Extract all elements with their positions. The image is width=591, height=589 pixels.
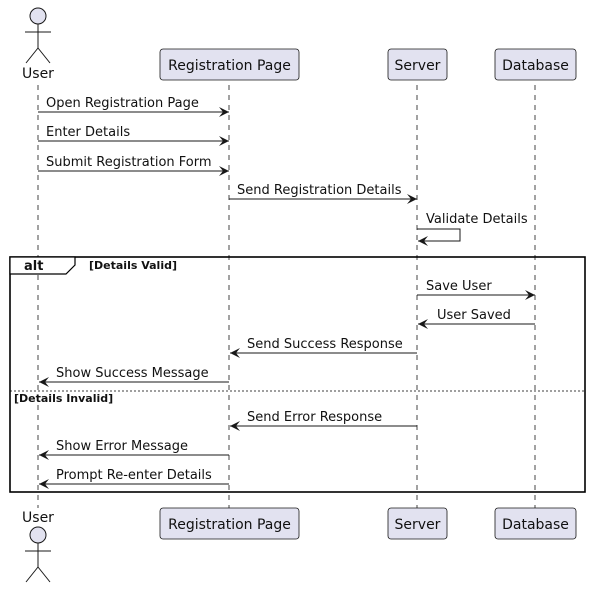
participant-label: Registration Page <box>168 58 291 74</box>
alt-guard-invalid: [Details Invalid] <box>14 392 113 405</box>
participant-database-top: Database <box>494 48 577 81</box>
alt-guard-valid: [Details Valid] <box>89 259 177 272</box>
message-show-error-message: Show Error Message <box>39 439 229 460</box>
message-save-user: Save User <box>417 279 535 300</box>
message-label: Open Registration Page <box>46 96 199 111</box>
message-label: Send Success Response <box>247 337 403 352</box>
message-label: Show Success Message <box>56 366 209 381</box>
participant-label: User <box>22 510 54 526</box>
participant-label: Database <box>502 58 569 74</box>
message-label: User Saved <box>437 308 511 323</box>
message-arrow <box>417 228 461 246</box>
actor-icon <box>25 526 51 583</box>
message-label: Validate Details <box>426 212 528 227</box>
participant-user-bottom: User <box>22 510 54 583</box>
participant-registration-page-bottom: Registration Page <box>159 507 300 540</box>
participant-server-top: Server <box>387 48 448 81</box>
participant-server-bottom: Server <box>387 507 448 540</box>
actor-icon <box>25 7 51 64</box>
message-enter-details: Enter Details <box>38 125 229 146</box>
message-user-saved: User Saved <box>418 308 535 329</box>
message-label: Show Error Message <box>56 439 188 454</box>
message-send-error-response: Send Error Response <box>230 410 417 431</box>
message-label: Save User <box>426 279 492 294</box>
participant-label: Server <box>395 517 441 533</box>
participant-label: User <box>22 66 54 82</box>
message-label: Enter Details <box>46 125 130 140</box>
message-open-registration-page: Open Registration Page <box>38 96 229 117</box>
participant-label: Registration Page <box>168 517 291 533</box>
message-send-registration-details: Send Registration Details <box>229 183 417 204</box>
message-label: Submit Registration Form <box>46 155 212 170</box>
participant-database-bottom: Database <box>494 507 577 540</box>
message-label: Send Error Response <box>247 410 382 425</box>
message-validate-details: Validate Details <box>417 212 528 246</box>
participant-registration-page-top: Registration Page <box>159 48 300 81</box>
message-send-success-response: Send Success Response <box>230 337 417 358</box>
participant-user-top: User <box>22 7 54 82</box>
message-label: Prompt Re-enter Details <box>56 468 212 483</box>
message-prompt-re-enter-details: Prompt Re-enter Details <box>39 468 229 489</box>
participant-label: Server <box>395 58 441 74</box>
message-label: Send Registration Details <box>237 183 402 198</box>
alt-fragment: alt [Details Valid] [Details Invalid] <box>9 256 586 493</box>
message-show-success-message: Show Success Message <box>39 366 229 387</box>
participant-label: Database <box>502 517 569 533</box>
alt-keyword: alt <box>24 259 43 274</box>
message-submit-registration-form: Submit Registration Form <box>38 155 229 176</box>
